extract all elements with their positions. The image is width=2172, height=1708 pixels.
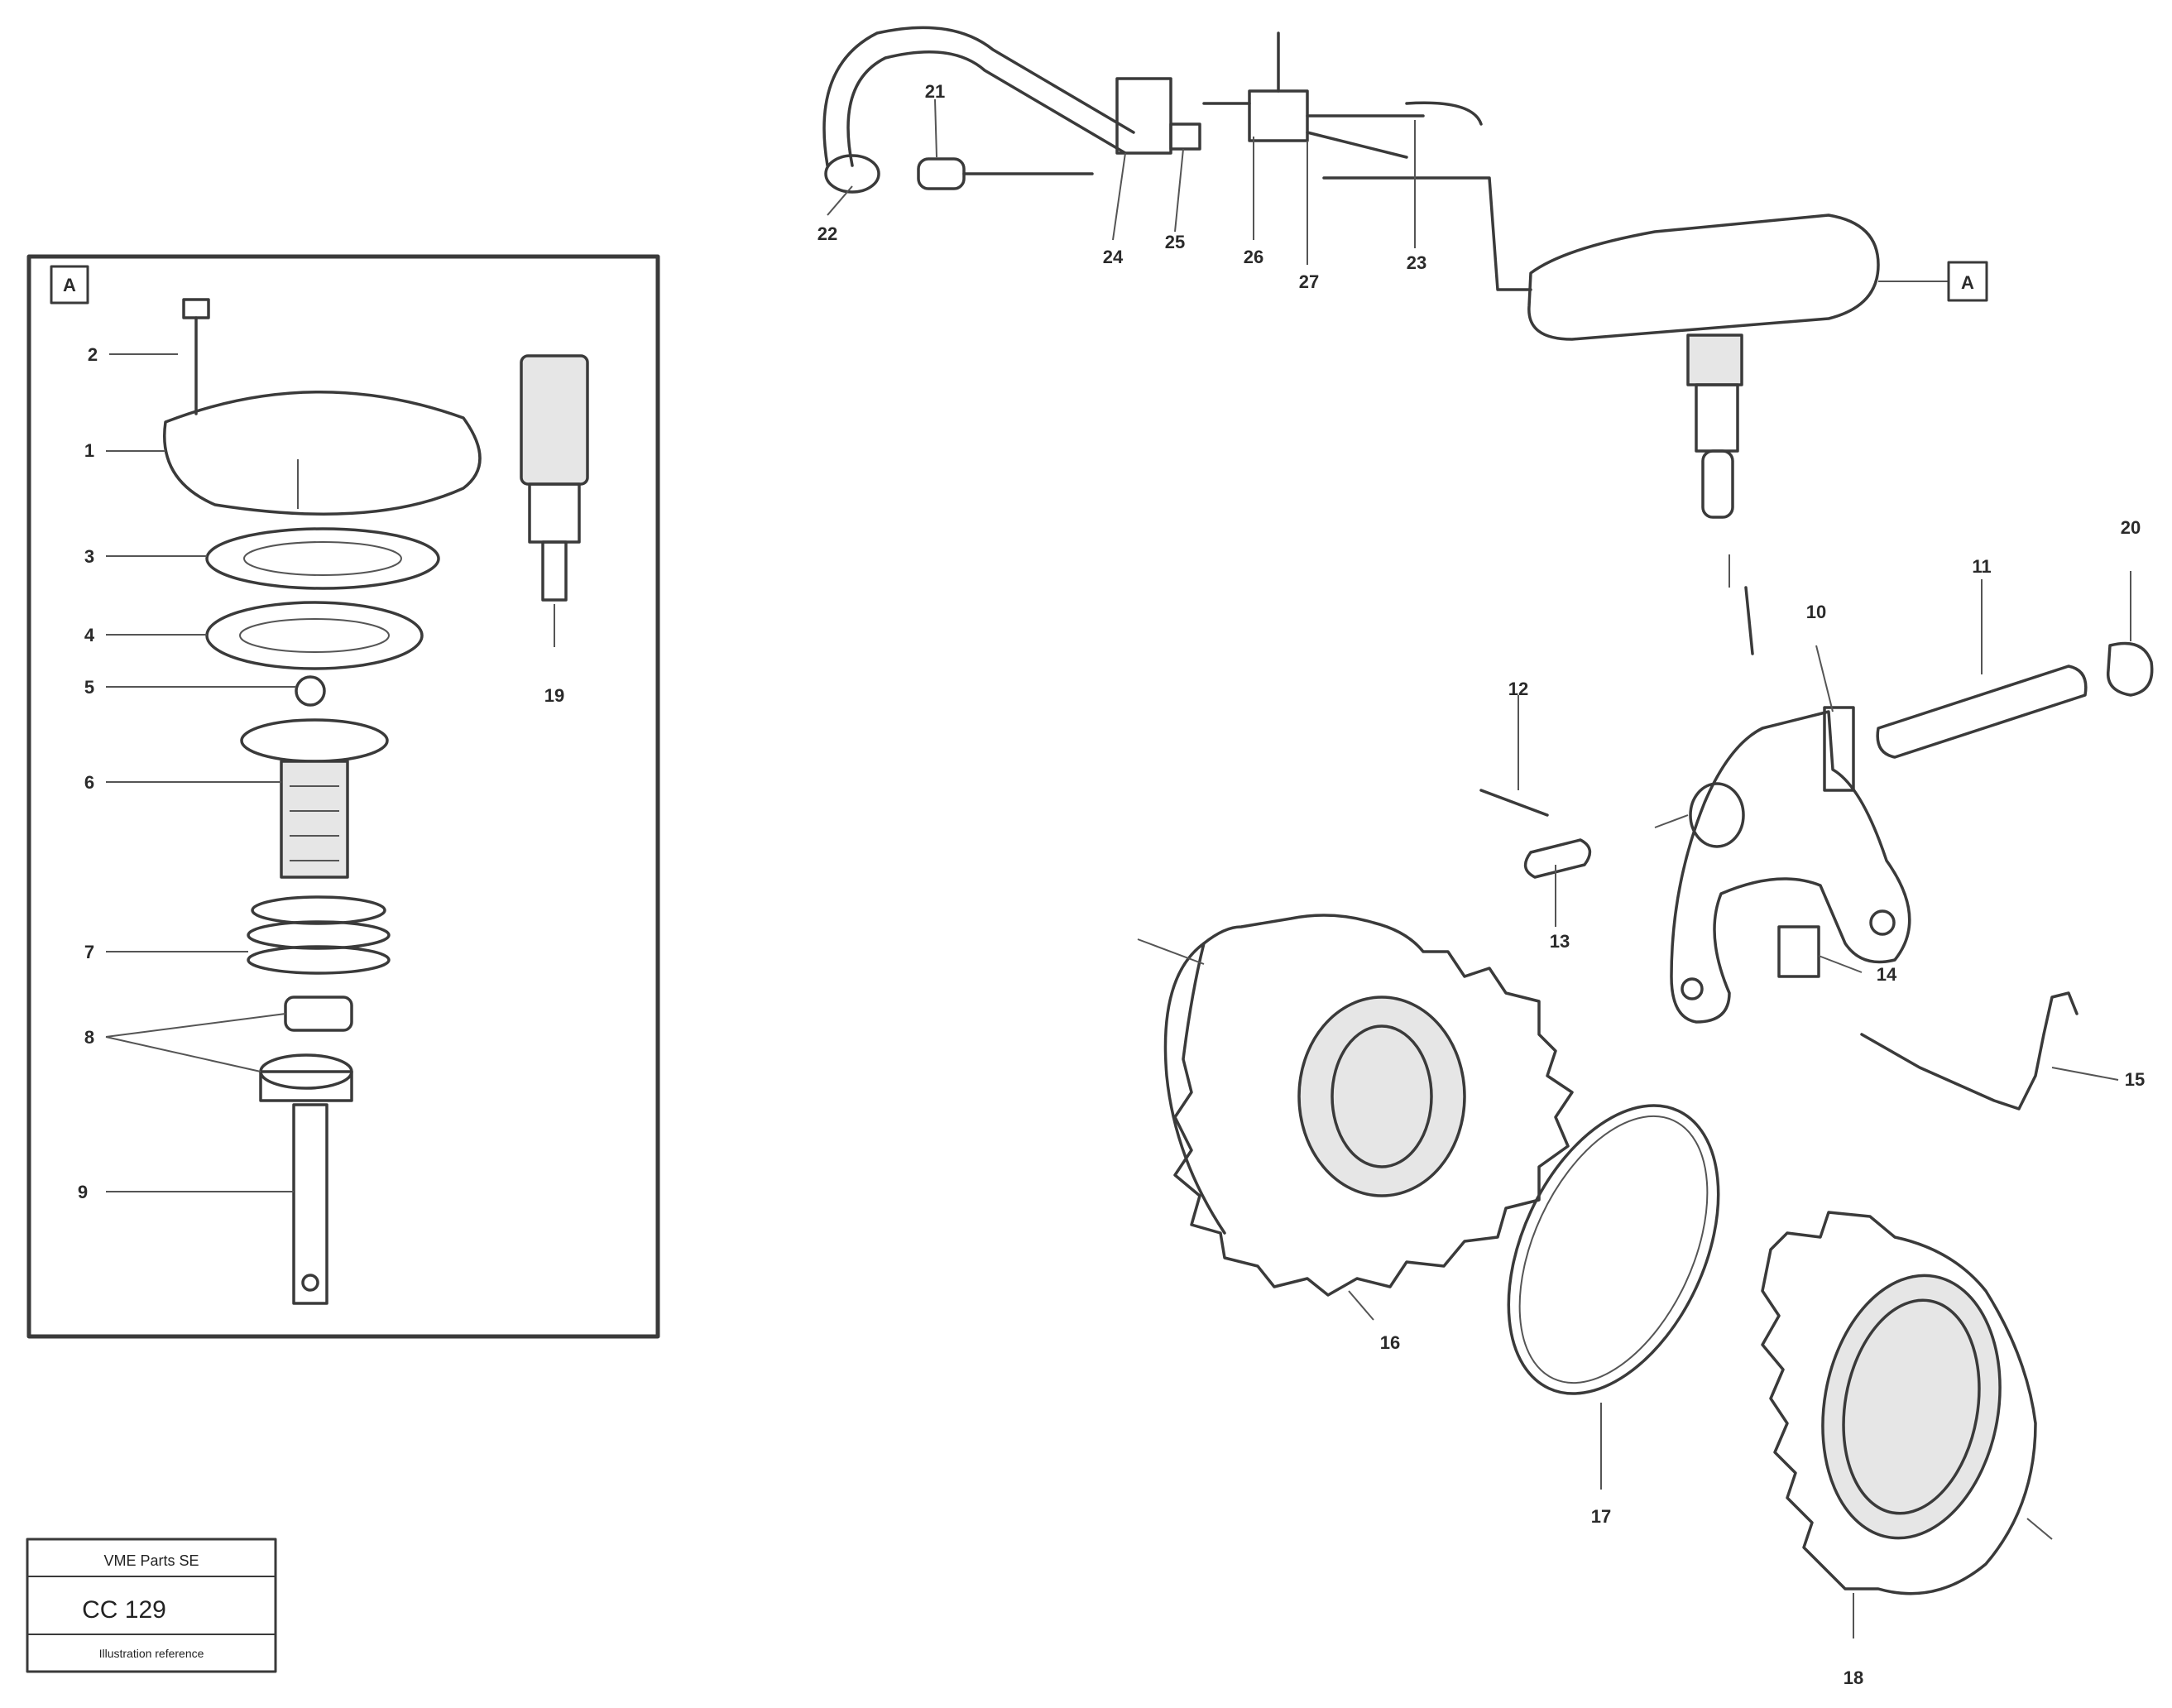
callout-2: 2 [88,344,98,365]
part-12-pin [1479,789,1549,817]
part-5-nut [295,675,326,707]
part-18-ring-gear [1761,1211,2037,1595]
callout-21: 21 [925,81,945,102]
callout-15: 15 [2125,1069,2145,1090]
callout-9: 9 [78,1182,88,1202]
detail-view-a: A [26,254,660,1339]
part-21-fitting [917,157,1094,190]
callout-23: 23 [1407,252,1426,273]
callout-13: 13 [1550,931,1570,952]
detail-leader-lines [105,353,555,1192]
callout-18: 18 [1844,1667,1863,1688]
part-16-gear [1163,914,1574,1297]
callout-27: 27 [1299,271,1319,292]
callout-12: 12 [1508,679,1528,699]
part-11-shaft [1876,664,2088,759]
callouts-main: 22 21 24 25 26 27 23 12 13 10 11 20 14 1… [817,81,2145,1688]
part-2-screw [182,298,210,415]
callout-24: 24 [1103,247,1124,267]
callout-1: 1 [84,440,94,461]
part-10-shift-fork [1670,706,1911,1024]
callout-26: 26 [1244,247,1263,267]
callout-3: 3 [84,546,94,567]
part-14-block [1777,925,1820,978]
callout-20: 20 [2121,517,2141,538]
callout-17: 17 [1591,1506,1611,1527]
part-1-cover [163,391,482,516]
part-26-27-tee [1202,31,1425,159]
part-7-o-rings [247,895,391,975]
callout-4: 4 [84,625,95,645]
callout-11: 11 [1972,556,1991,577]
main-leader-lines [827,98,2053,1638]
part-6-valve-body [240,718,389,879]
part-20-plug [2107,571,2154,697]
part-22-union [824,154,880,194]
part-8-washers [259,996,353,1102]
part-9-plunger [292,1103,328,1305]
part-19-sensor [520,354,589,602]
title-block: VME Parts SE CC 129 Illustration referen… [26,1538,277,1673]
part-3-gasket [205,527,440,590]
callouts-detail: 2 1 3 4 5 6 7 8 9 19 [78,344,564,1202]
callout-5: 5 [84,677,94,698]
callout-19: 19 [544,685,564,706]
part-23-pipe [1322,101,1532,291]
part-13-bushing [1523,838,1592,879]
part-17-sync-ring [1507,1104,1720,1395]
callout-14: 14 [1877,964,1897,985]
pipe-assembly [822,26,1532,291]
callout-10: 10 [1806,602,1826,622]
callout-22: 22 [817,223,837,244]
title-block-code: CC 129 [82,1596,166,1624]
callout-6: 6 [84,772,94,793]
title-block-header: VME Parts SE [103,1552,199,1569]
title-block-footer: Illustration reference [99,1647,204,1660]
callout-25: 25 [1165,232,1185,252]
callout-16: 16 [1380,1332,1400,1353]
valve-head: A [1527,214,1988,655]
callout-8: 8 [84,1027,94,1048]
part-24-25-fitting [1115,77,1201,155]
valve-tag: A [1961,272,1974,293]
callout-7: 7 [84,942,94,962]
detail-tag: A [63,275,76,295]
part-15-wire [1860,991,2119,1111]
